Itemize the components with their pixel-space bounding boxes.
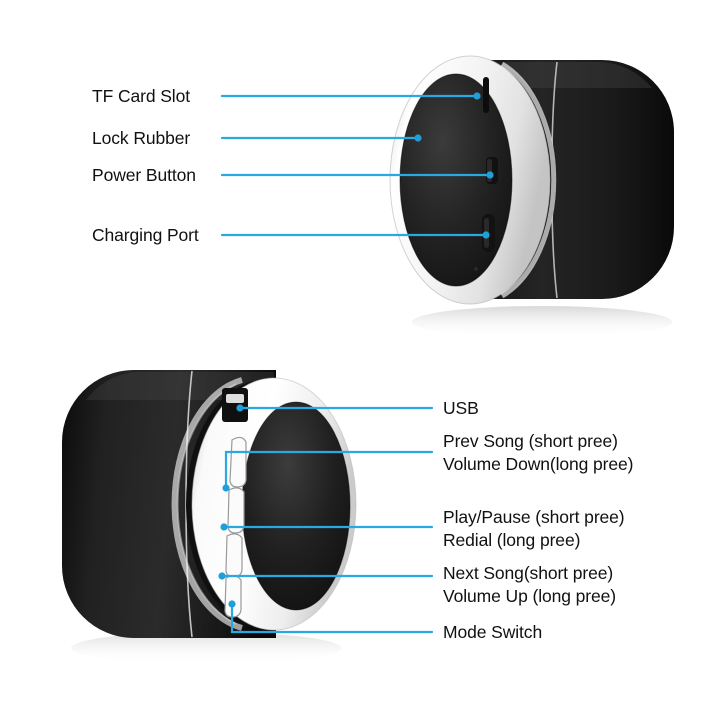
callout-label-charging-port: Charging Port bbox=[92, 225, 199, 245]
usb-port-tongue bbox=[226, 394, 244, 403]
callout-label-mode-switch: Mode Switch bbox=[443, 622, 543, 642]
callout-label-power-button: Power Button bbox=[92, 165, 196, 185]
prev-song-button bbox=[229, 436, 247, 488]
charging-port-highlight bbox=[484, 218, 489, 248]
callout-label-next-song: Next Song(short pree) Volume Up (long pr… bbox=[443, 562, 616, 608]
speaker-top-body-highlight bbox=[502, 62, 652, 88]
usb-port bbox=[222, 388, 248, 422]
callout-label-play-pause-line1: Play/Pause (short pree) bbox=[443, 507, 625, 527]
speaker-bottom-acrylic-ring bbox=[171, 377, 243, 631]
next-song-button bbox=[225, 533, 243, 578]
callout-label-usb: USB bbox=[443, 398, 479, 418]
speaker-top-grille-edge bbox=[399, 73, 513, 287]
callout-label-next-song-line1: Next Song(short pree) bbox=[443, 563, 614, 583]
speaker-top-bezel-edge bbox=[389, 55, 551, 305]
callout-label-play-pause-line2: Redial (long pree) bbox=[443, 530, 581, 550]
power-button-highlight bbox=[487, 159, 492, 182]
speaker-top-acrylic-ring bbox=[500, 61, 557, 299]
mode-switch-button bbox=[224, 575, 242, 618]
callout-label-prev-song-line1: Prev Song (short pree) bbox=[443, 431, 618, 451]
product-image-speaker-bottom bbox=[62, 370, 357, 664]
speaker-top-shadow bbox=[412, 306, 672, 338]
callout-label-prev-song-line2: Volume Down(long pree) bbox=[443, 454, 634, 474]
mic-pinhole-icon bbox=[474, 267, 478, 271]
callout-label-tf-card-slot: TF Card Slot bbox=[92, 86, 190, 106]
speaker-bottom-acrylic-edge bbox=[176, 383, 237, 625]
callout-label-lock-rubber: Lock Rubber bbox=[92, 128, 191, 148]
callout-label-play-pause: Play/Pause (short pree) Redial (long pre… bbox=[443, 506, 625, 552]
play-pause-button bbox=[227, 487, 245, 534]
tf-card-slot-port bbox=[483, 77, 489, 113]
speaker-bottom-shadow bbox=[71, 632, 341, 664]
callout-label-next-song-line2: Volume Up (long pree) bbox=[443, 586, 616, 606]
callout-label-prev-song: Prev Song (short pree) Volume Down(long … bbox=[443, 430, 634, 476]
product-image-speaker-top bbox=[389, 55, 674, 338]
speaker-bottom-grille bbox=[242, 402, 350, 610]
